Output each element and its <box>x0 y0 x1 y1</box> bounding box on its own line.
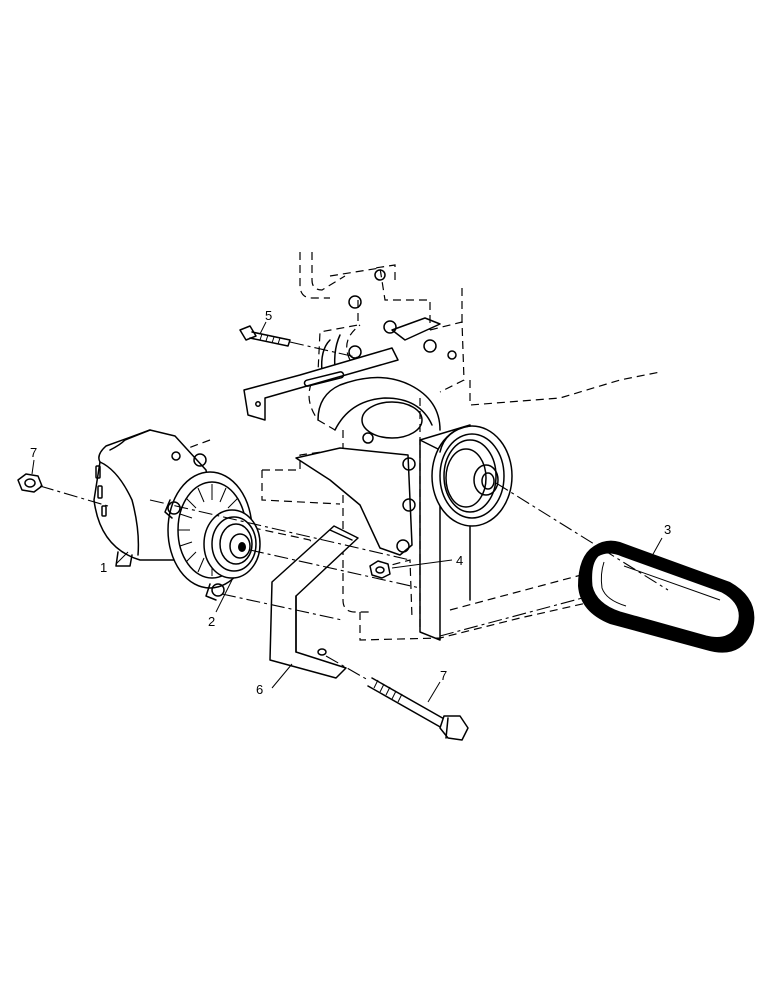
callout-5: 5 <box>265 308 272 323</box>
alternator-pulley <box>203 509 261 579</box>
callout-6: 6 <box>256 682 263 697</box>
bolt-7 <box>367 677 469 741</box>
crankshaft-pulley <box>431 425 513 527</box>
nut-7 <box>17 473 43 493</box>
assembly-centerlines <box>39 341 669 681</box>
callout-4: 4 <box>456 553 463 568</box>
alternator-bracket <box>269 525 359 679</box>
callout-7-nut: 7 <box>30 445 37 460</box>
callout-1: 1 <box>100 560 107 575</box>
callout-leaders <box>31 321 663 703</box>
mounting-bracket <box>295 432 416 556</box>
drive-belt <box>578 540 755 653</box>
callout-3: 3 <box>664 522 671 537</box>
bolt-5 <box>239 325 291 347</box>
callout-7-bolt: 7 <box>440 668 447 683</box>
adjusting-strap <box>243 347 399 421</box>
callout-2: 2 <box>208 614 215 629</box>
nut-4 <box>369 560 391 579</box>
